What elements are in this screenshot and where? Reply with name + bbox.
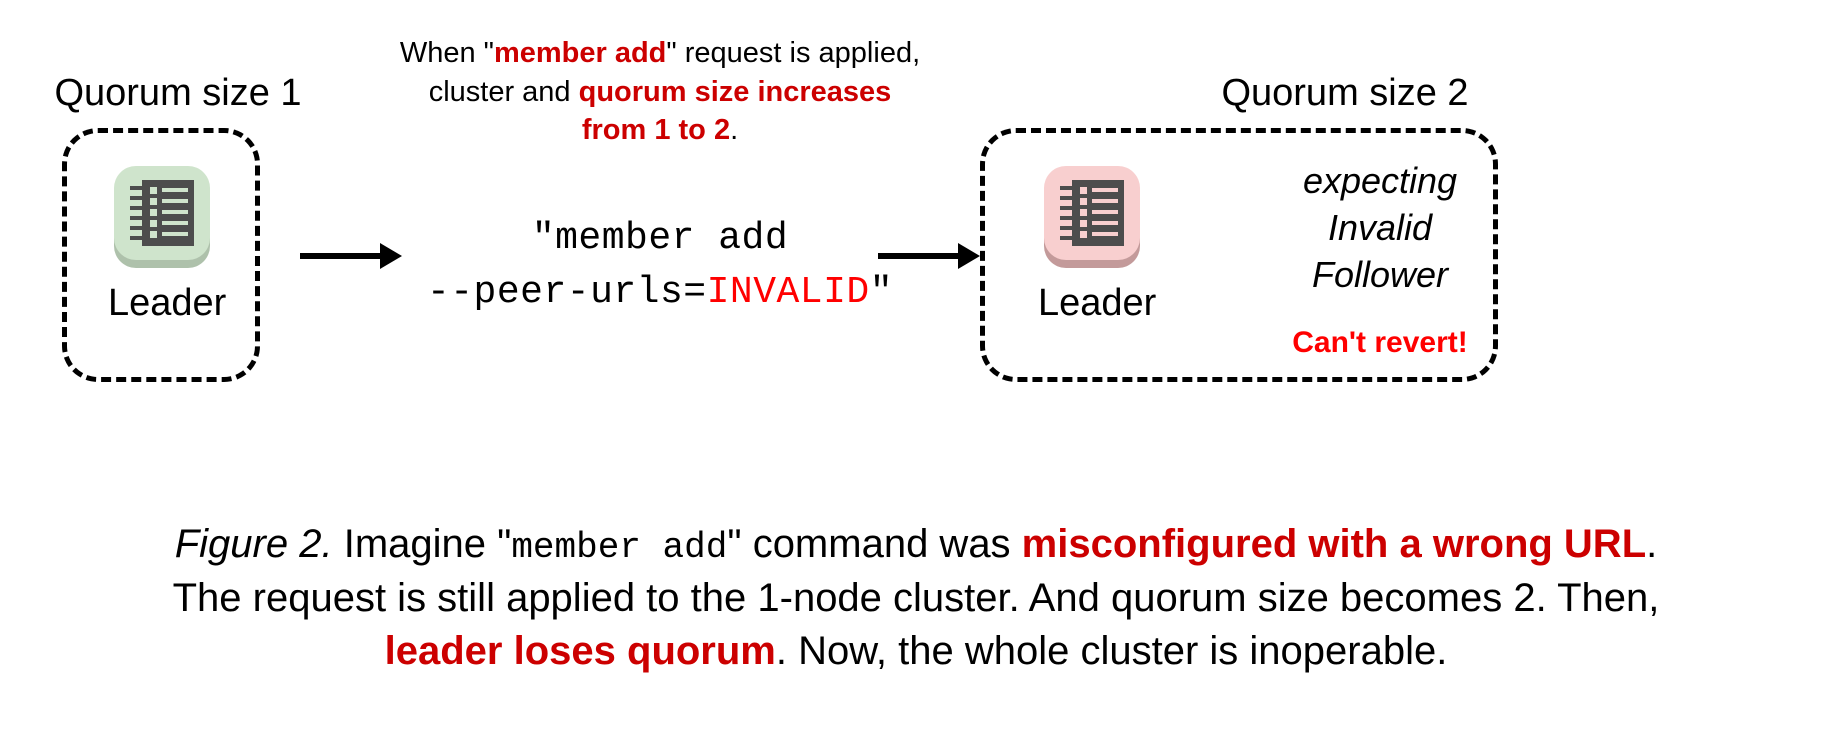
left-cluster-box (62, 128, 260, 382)
caption-emphasis-2: leader loses quorum (384, 629, 776, 674)
follower-status-line-1: expecting (1302, 160, 1458, 201)
left-leader-node: Leader (108, 160, 227, 324)
caption-line-3: leader loses quorum. Now, the whole clus… (40, 625, 1792, 678)
follower-status-line-2: Invalid (1327, 206, 1433, 248)
caption-l3b: . Now, the whole cluster is inoperable. (775, 629, 1448, 674)
top-note-l2b: quorum size increases (578, 75, 892, 108)
command-line1: "member add (531, 217, 789, 260)
top-note-l3b: from 1 to 2 (581, 114, 731, 147)
caption-figure-number: Figure 2. (174, 522, 333, 566)
top-note-l1a: When " (399, 37, 494, 69)
top-note-l1b: member add (493, 37, 667, 69)
follower-status: expecting Invalid Follower (1260, 158, 1500, 298)
right-cluster-box (980, 128, 1498, 382)
left-cluster-caption: Quorum size 1 (54, 72, 302, 114)
command-line2a: --peer-urls= (426, 270, 707, 314)
caption-line-2: The request is still applied to the 1-no… (172, 575, 1660, 620)
command-text: "member add --peer-urls=INVALID" (410, 212, 910, 320)
left-leader-label: Leader (108, 282, 227, 324)
caption-l1a: Imagine " (332, 522, 512, 566)
caption-line-1: Figure 2. Imagine "member add" command w… (40, 518, 1792, 572)
cant-revert-warning: Can't revert! (1292, 326, 1468, 359)
top-note-l3c: . (730, 114, 739, 147)
notebook-icon (110, 160, 214, 272)
right-cluster-caption: Quorum size 2 (1221, 72, 1469, 114)
command-line2c: " (869, 270, 894, 314)
notebook-icon (1040, 160, 1144, 272)
right-leader-label: Leader (1038, 282, 1157, 324)
top-note-l2a: cluster and (428, 75, 579, 108)
right-leader-node: Leader (1038, 160, 1157, 324)
command-invalid-token: INVALID (706, 270, 870, 314)
caption-mono-command: member add (511, 527, 728, 568)
follower-status-line-3: Follower (1311, 253, 1449, 295)
caption-emphasis-1: misconfigured with a wrong URL (1021, 522, 1647, 566)
caption-l1b: " command was (727, 522, 1022, 566)
figure-caption: Figure 2. Imagine "member add" command w… (40, 518, 1792, 678)
top-note: When "member add" request is applied, cl… (352, 34, 968, 150)
caption-l1c: . (1646, 522, 1658, 566)
top-note-l1c: " request is applied, (666, 37, 921, 69)
